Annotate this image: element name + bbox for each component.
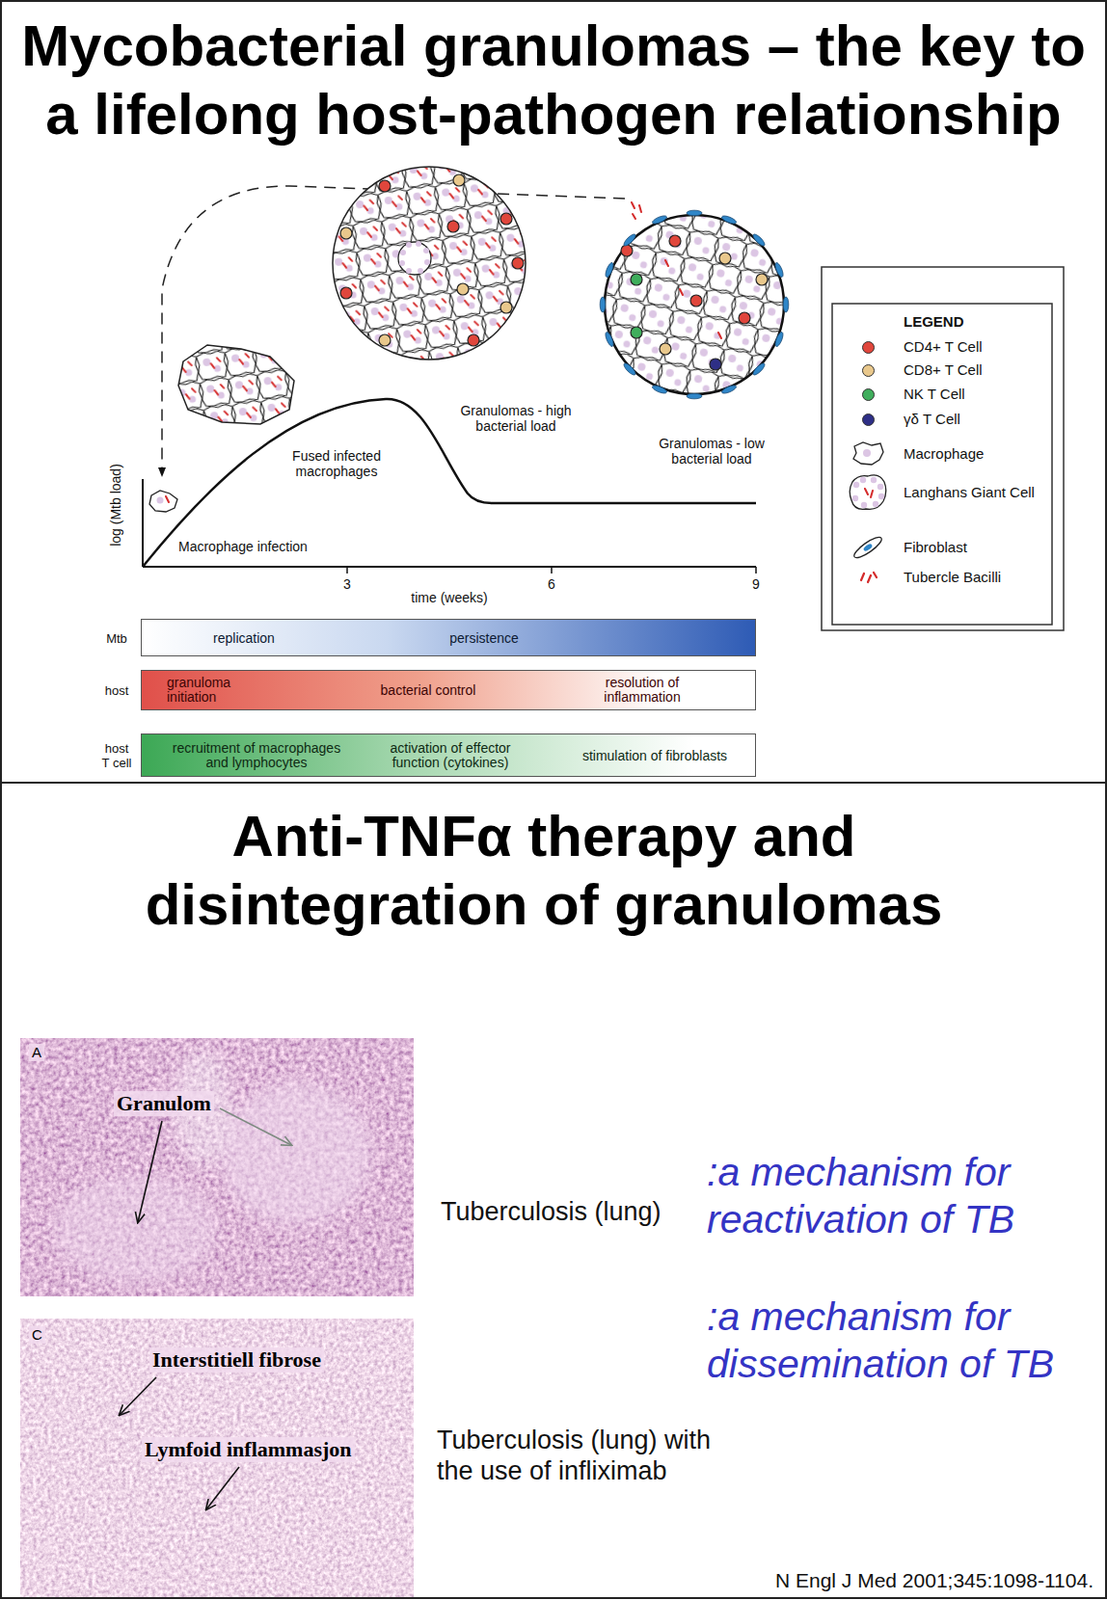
timeline-band: hostgranuloma initiationbacterial contro… [140, 670, 756, 711]
legend-entry: NK T Cell [903, 385, 966, 404]
legend-swatch [862, 413, 875, 427]
legend-fibroblast-icon [851, 534, 885, 562]
section-title: Anti-TNFα therapy and disintegration of … [109, 802, 978, 940]
legend-frame [821, 267, 1064, 631]
micrograph-c [20, 1319, 414, 1598]
granuloma-high-load [332, 166, 526, 360]
stage-label: Granulomas - low bacterial load [644, 435, 780, 467]
micrograph-label: Granulom [113, 1091, 215, 1117]
axis-title: log (Mtb load) [108, 428, 124, 583]
legend-entry: Tubercle Bacilli [903, 568, 1001, 587]
band-text: recruitment of macrophages and lymphocyt… [164, 741, 349, 771]
stage-label: Granulomas - high bacterial load [448, 403, 584, 434]
legend-macrophage-icon [853, 442, 884, 465]
mechanism-note: :a mechanism for reactivation of TB [706, 1149, 1074, 1244]
band-text: granuloma initiation [166, 675, 264, 705]
band-text: replication [176, 630, 312, 646]
infected-macrophage [149, 490, 178, 513]
released-bacilli [631, 202, 642, 219]
tick-label: 9 [741, 576, 771, 593]
legend-entry: Langhans Giant Cell [903, 484, 1035, 502]
legend-entry: Macrophage [903, 445, 984, 463]
row-label: Mtb [100, 630, 134, 646]
stage-label: Macrophage infection [178, 539, 343, 555]
band-text: activation of effector function (cytokin… [378, 741, 523, 771]
legend-langhans-icon [849, 475, 887, 510]
granuloma-low-load [599, 210, 789, 400]
legend-bacilli-icon [861, 572, 877, 583]
panel-letter: C [28, 1326, 46, 1345]
micrograph-label: Interstitiell fibrose [149, 1348, 324, 1374]
graph-axes [142, 479, 756, 574]
band-text: persistence [416, 630, 552, 646]
row-label: host T cell [100, 741, 134, 771]
citation: N Engl J Med 2001;345:1098-1104. [775, 1569, 1094, 1593]
legend-entry: Fibroblast [903, 539, 968, 557]
micrograph-label: Lymfoid inflammasjon [141, 1437, 355, 1463]
panel-letter: A [28, 1044, 45, 1062]
tick-label: 6 [537, 576, 567, 593]
band-text: bacterial control [351, 683, 506, 699]
load-curve [142, 399, 756, 567]
legend-entry: CD8+ T Cell [903, 361, 983, 379]
legend-swatch [862, 364, 875, 378]
legend-swatch [862, 341, 875, 354]
stage-label: Fused infected macrophages [278, 448, 395, 480]
axis-title: time (weeks) [381, 590, 517, 606]
micrograph-a [20, 1038, 414, 1297]
timeline-band: host T cellrecruitment of macrophages an… [140, 733, 756, 778]
slide-title: Mycobacterial granulomas – the key to a … [13, 11, 1094, 149]
tick-label: 3 [332, 576, 362, 593]
row-label: host [100, 683, 134, 699]
mechanism-note: :a mechanism for dissemination of TB [706, 1294, 1074, 1389]
legend-entry: γδ T Cell [903, 410, 961, 429]
band-text: stimulation of fibroblasts [558, 748, 752, 763]
panel-description: Tuberculosis (lung) with the use of infl… [436, 1425, 746, 1487]
panel-description: Tuberculosis (lung) [440, 1196, 662, 1228]
legend-swatch [862, 388, 875, 402]
legend-entry: CD4+ T Cell [903, 338, 983, 356]
band-text: resolution of inflammation [589, 675, 696, 705]
fused-macrophage-cluster [178, 345, 295, 425]
timeline-band: Mtbreplicationpersistence [140, 619, 756, 657]
legend-heading: LEGEND [903, 313, 965, 331]
